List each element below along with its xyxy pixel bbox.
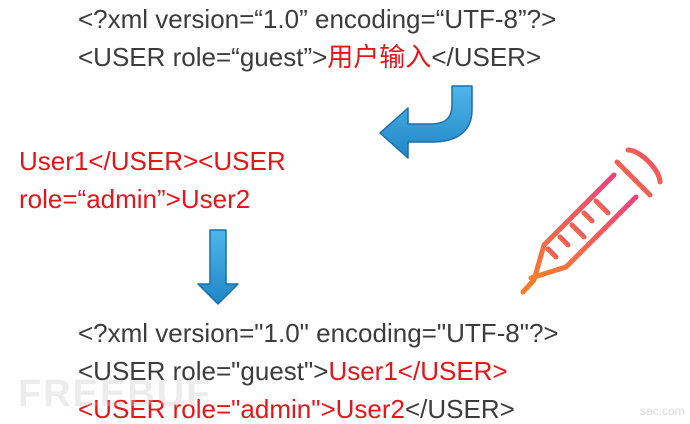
result-injected-admin: <USER role="admin">User2 bbox=[78, 394, 405, 424]
result-injected-close: User1</USER> bbox=[328, 356, 508, 386]
xml-declaration-result: <?xml version="1.0" encoding="UTF-8"?> bbox=[78, 318, 559, 348]
result-user-guest: <USER role="guest">User1</USER> bbox=[78, 356, 508, 386]
down-arrow-icon bbox=[197, 229, 239, 305]
user-input-placeholder: 用户输入 bbox=[327, 42, 432, 72]
xml-declaration-template: <?xml version=“1.0” encoding=“UTF-8”?> bbox=[78, 4, 557, 34]
result-guest-open-tag: <USER role="guest"> bbox=[78, 356, 329, 386]
watermark-logo: FREEBUF bbox=[18, 373, 212, 415]
payload-line-1: User1</USER><USER bbox=[19, 146, 286, 176]
user-element-template: <USER role=“guest”>用户输入</USER> bbox=[78, 42, 541, 72]
user-close-tag: </USER> bbox=[431, 42, 542, 72]
payload-line-2: role=“admin”>User2 bbox=[19, 184, 251, 214]
user-open-tag: <USER role=“guest”> bbox=[78, 42, 328, 72]
watermark-corner: sec.com bbox=[640, 404, 685, 418]
result-admin-close-tag: </USER> bbox=[405, 394, 515, 424]
curved-arrow-icon bbox=[379, 85, 473, 159]
thermometer-icon bbox=[520, 147, 663, 295]
result-user-admin: <USER role="admin">User2</USER> bbox=[78, 394, 515, 424]
